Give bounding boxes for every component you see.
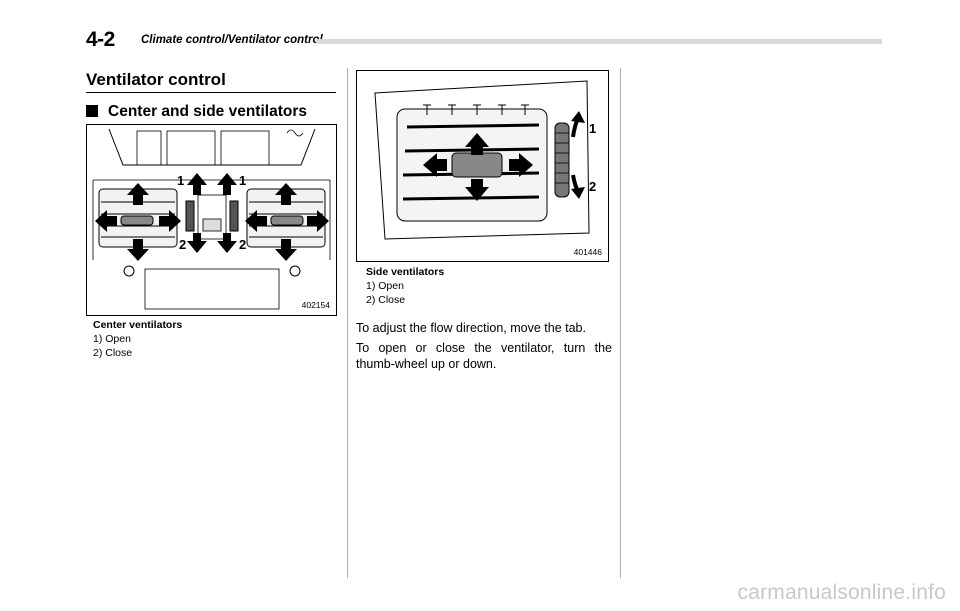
center-close-label-left: 2 <box>179 237 186 252</box>
header-bar <box>316 39 882 44</box>
subsection-heading: Center and side ventilators <box>86 103 307 121</box>
side-ventilators-illustration: 1 2 <box>374 80 596 240</box>
center-close-label-right: 2 <box>239 237 246 252</box>
page-number: 4-2 <box>86 28 115 51</box>
column-divider-right <box>620 68 621 578</box>
square-bullet-icon <box>86 105 98 117</box>
side-caption-title: Side ventilators <box>366 266 445 278</box>
page-header: 4-2 Climate control/Ventilator control <box>86 26 882 51</box>
subsection-title: Center and side ventilators <box>108 103 307 120</box>
column-divider-left <box>347 68 348 578</box>
section-rule <box>86 92 336 93</box>
center-open-label-left: 1 <box>177 173 184 188</box>
paragraph-flow-direction: To adjust the flow direction, move the t… <box>356 321 586 335</box>
side-ventilators-figure: 1 2 401446 <box>356 70 609 262</box>
side-ventilators-caption: Side ventilators 1) Open 2) Close <box>366 265 444 307</box>
watermark: carmanualsonline.info <box>737 581 946 604</box>
center-ventilators-caption: Center ventilators 1) Open 2) Close <box>93 318 182 360</box>
chapter-title: Climate control/Ventilator control <box>141 34 323 46</box>
center-caption-item-open: 1) Open <box>93 333 131 345</box>
side-close-label: 2 <box>589 179 596 194</box>
center-figure-code: 402154 <box>301 300 330 310</box>
center-ventilators-illustration: 1 1 2 2 <box>92 128 331 310</box>
section-title: Ventilator control <box>86 70 226 89</box>
center-ventilators-figure: 1 1 2 2 402154 <box>86 124 337 316</box>
center-caption-item-close: 2) Close <box>93 347 133 359</box>
side-figure-code: 401446 <box>573 247 602 257</box>
center-caption-title: Center ventilators <box>93 319 183 331</box>
center-open-label-right: 1 <box>239 173 246 188</box>
side-caption-item-open: 1) Open <box>366 280 404 292</box>
side-open-label: 1 <box>589 121 596 136</box>
paragraph-open-close: To open or close the ventilator, turn th… <box>356 341 612 371</box>
side-caption-item-close: 2) Close <box>366 294 406 306</box>
